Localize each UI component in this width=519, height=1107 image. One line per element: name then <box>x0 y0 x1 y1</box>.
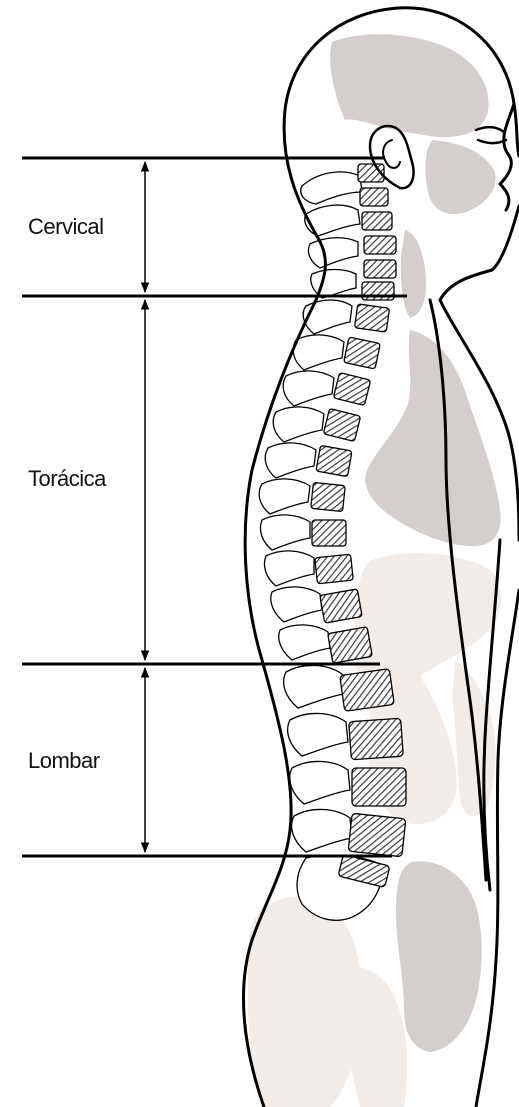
pelvis-shading <box>396 861 482 1052</box>
ear-inner <box>383 140 400 168</box>
face-shading <box>425 140 495 214</box>
eye-outline <box>476 127 506 143</box>
face-outline <box>500 104 514 210</box>
label-lumbar: Lombar <box>28 748 100 773</box>
thigh-shading <box>336 967 407 1107</box>
region-labels: Cervical Torácica Lombar <box>28 214 107 773</box>
throat-shading <box>401 230 427 318</box>
brain-shape <box>330 34 488 137</box>
label-cervical: Cervical <box>28 214 103 239</box>
label-thoracic: Torácica <box>28 466 107 491</box>
lung-shape <box>365 330 500 546</box>
